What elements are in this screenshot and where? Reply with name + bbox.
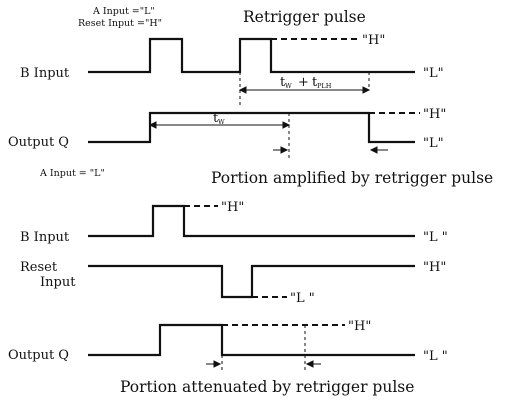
- tw-arrow-right: [282, 121, 291, 129]
- b-input-waveform-lower: [88, 204, 415, 238]
- amplified-caption: Portion amplified by retrigger pulse: [211, 169, 493, 187]
- tw-label-subscript: W: [218, 118, 225, 126]
- tw-subscript: W: [285, 82, 292, 90]
- tplh-subscript: PLH: [317, 82, 332, 90]
- output-q-high-mark-lower: "H": [348, 319, 371, 334]
- output-q-high-mark: "H": [423, 107, 446, 122]
- output-q-waveform-lower: [88, 323, 415, 357]
- reset-label-line2: Input: [40, 275, 76, 290]
- tplh-base: t: [312, 75, 318, 90]
- b-input-low-mark: "L": [423, 66, 444, 81]
- tw-base: t: [280, 75, 286, 90]
- reset-input-condition-note: Reset Input ="H": [78, 18, 162, 29]
- attenuated-arrow-left: [213, 360, 222, 368]
- output-q-low-mark-lower: "L ": [423, 349, 448, 364]
- tw-tplh-arrow-left: [238, 86, 247, 94]
- a-input-condition-note: A Input ="L": [92, 6, 155, 17]
- plus-sign: +: [298, 75, 309, 90]
- b-input-label: B Input: [20, 66, 70, 81]
- output-q-label-lower: Output Q: [8, 348, 69, 363]
- attenuated-caption: Portion attenuated by retrigger pulse: [120, 378, 414, 396]
- tw-label: t: [213, 111, 219, 126]
- attenuated-arrow-right: [305, 360, 314, 368]
- reset-label-line1: Reset: [20, 260, 58, 275]
- reset-input-waveform: [88, 264, 415, 299]
- output-q-label: Output Q: [8, 135, 69, 150]
- retrigger-pulse-heading: Retrigger pulse: [243, 8, 366, 26]
- b-input-high-mark: "H": [362, 33, 385, 48]
- b-input-label-lower: B Input: [20, 230, 70, 245]
- tw-tplh-arrow-right: [362, 86, 371, 94]
- reset-input-low-mark: "L ": [290, 291, 315, 306]
- b-input-high-mark-lower: "H": [221, 200, 244, 215]
- b-input-low-mark-lower: "L ": [423, 230, 448, 245]
- a-input-low-note-lower: A Input = "L": [39, 168, 105, 179]
- output-q-waveform: [88, 111, 415, 144]
- reset-input-high-mark: "H": [423, 260, 446, 275]
- output-q-low-mark: "L": [423, 136, 444, 151]
- tw-arrow-left: [148, 121, 157, 129]
- b-input-waveform: [88, 37, 415, 74]
- amplified-arrow-right: [369, 146, 378, 154]
- amplified-arrow-left: [280, 146, 289, 154]
